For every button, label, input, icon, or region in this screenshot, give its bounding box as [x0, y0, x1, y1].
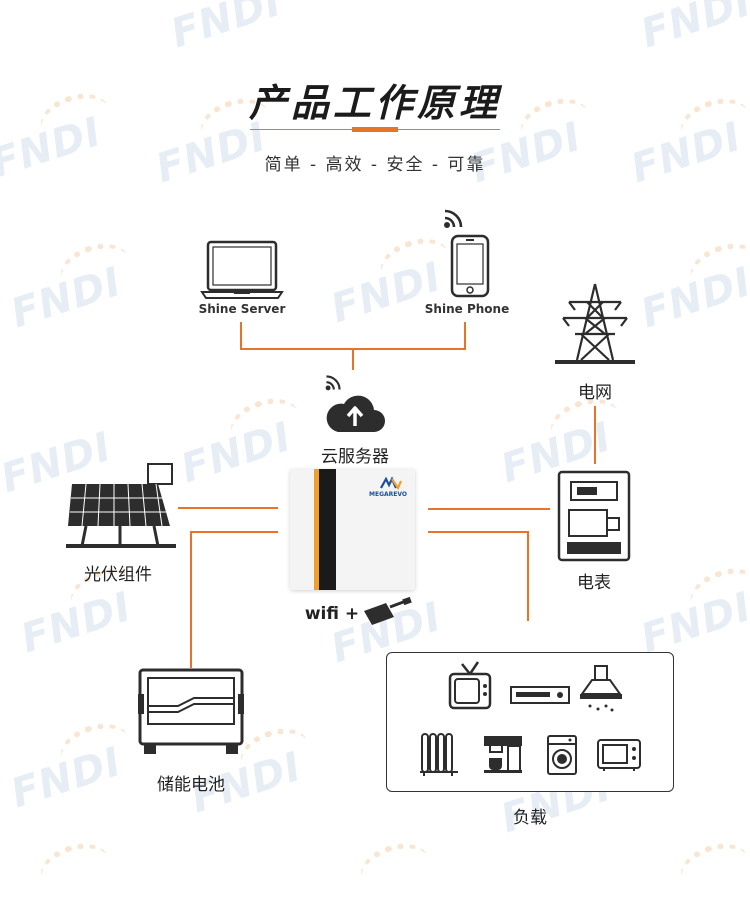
- watermark-sun: [234, 720, 316, 786]
- wifi-label: wifi +: [304, 604, 360, 624]
- inverter-brand: MEGAREVO: [369, 491, 407, 498]
- range-hood-icon: [580, 665, 622, 712]
- shine-server-label: Shine Server: [198, 302, 286, 316]
- meter-label: 电表: [577, 573, 611, 593]
- connector: [527, 531, 529, 621]
- watermark-sun: [54, 715, 136, 781]
- battery-label: 储能电池: [157, 775, 225, 795]
- phone-icon: [450, 234, 490, 298]
- watermark: FNDI: [635, 0, 750, 58]
- connector: [190, 531, 192, 668]
- watermark-sun: [34, 835, 116, 901]
- watermark-sun: [674, 835, 750, 901]
- page-subtitle: 简单 - 高效 - 安全 - 可靠: [264, 155, 486, 175]
- watermark: FNDI: [165, 0, 288, 58]
- megarevo-logo-icon: [380, 476, 403, 491]
- watermark-sun: [54, 235, 136, 301]
- power-tower-icon: [555, 283, 635, 364]
- connector: [352, 348, 354, 370]
- inverter-image: MEGAREVO: [290, 469, 415, 590]
- tv-icon: [448, 661, 492, 710]
- cloud-upload-icon: [326, 395, 385, 432]
- connector: [240, 322, 242, 349]
- microwave-icon: [597, 739, 641, 771]
- watermark-sun: [354, 835, 436, 901]
- connector: [428, 531, 528, 533]
- shine-phone-label: Shine Phone: [424, 302, 510, 316]
- washing-machine-icon: [547, 735, 577, 775]
- connector: [178, 507, 278, 509]
- coffee-machine-icon: [484, 736, 522, 773]
- meter-icon: [557, 470, 631, 562]
- watermark-sun: [224, 390, 306, 456]
- inverter-edge: [314, 469, 319, 590]
- title-divider-accent: [352, 127, 398, 132]
- laptop-icon: [200, 240, 284, 299]
- watermark-sun: [684, 560, 750, 626]
- wifi-dongle-icon: [364, 596, 412, 625]
- page-title: 产品工作原理: [248, 81, 501, 125]
- watermark-sun: [684, 235, 750, 301]
- watermark-sun: [374, 230, 456, 296]
- solar-panel-icon: [66, 463, 176, 548]
- connector: [428, 508, 550, 510]
- wifi-icon: [325, 375, 341, 391]
- dvd-player-icon: [510, 686, 570, 704]
- inverter-panel: [319, 469, 336, 590]
- oil-heater-icon: [420, 733, 458, 776]
- cloud-label: 云服务器: [321, 447, 389, 467]
- wifi-icon: [444, 209, 463, 228]
- connector: [190, 531, 278, 533]
- battery-icon: [138, 668, 244, 754]
- loads-label: 负载: [513, 808, 547, 828]
- connector: [464, 322, 466, 349]
- pv-label: 光伏组件: [84, 565, 152, 585]
- connector: [594, 406, 596, 464]
- grid-label: 电网: [578, 383, 612, 403]
